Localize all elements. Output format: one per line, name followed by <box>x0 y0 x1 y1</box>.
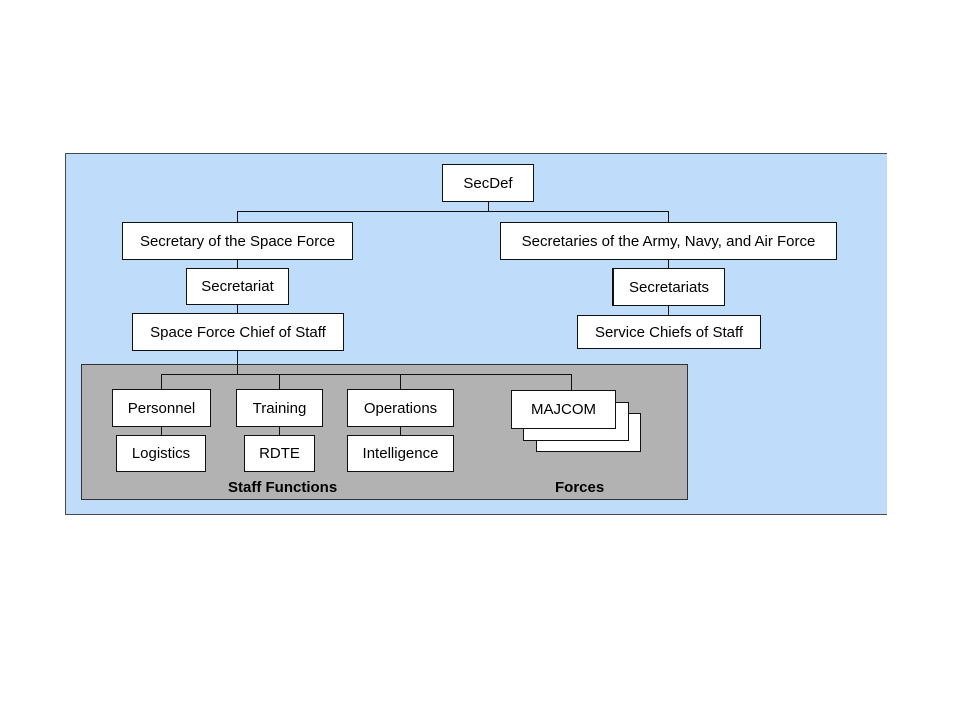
secretariats-box: Secretariats <box>612 268 725 306</box>
personnel-box: Personnel <box>112 389 211 427</box>
connector <box>668 211 669 222</box>
connector <box>279 374 280 389</box>
connector <box>237 211 669 212</box>
connector <box>161 427 162 435</box>
connector <box>237 211 238 222</box>
service-secretaries-box: Secretaries of the Army, Navy, and Air F… <box>500 222 837 260</box>
training-box: Training <box>236 389 323 427</box>
logistics-box: Logistics <box>116 435 206 472</box>
connector <box>161 374 572 375</box>
secretary-space-force-box: Secretary of the Space Force <box>122 222 353 260</box>
intelligence-box: Intelligence <box>347 435 454 472</box>
connector <box>161 374 162 389</box>
connector <box>571 374 572 390</box>
operations-box: Operations <box>347 389 454 427</box>
forces-label: Forces <box>555 479 605 496</box>
connector <box>488 202 489 211</box>
service-chiefs-box: Service Chiefs of Staff <box>577 315 761 349</box>
secdef-box: SecDef <box>442 164 534 202</box>
connector <box>237 350 238 364</box>
connector <box>400 374 401 389</box>
staff-functions-label: Staff Functions <box>228 479 338 496</box>
majcom-box: MAJCOM <box>511 390 616 429</box>
connector <box>279 427 280 435</box>
secretariat-box: Secretariat <box>186 268 289 305</box>
space-force-chief-box: Space Force Chief of Staff <box>132 313 344 351</box>
connector <box>400 427 401 435</box>
rdte-box: RDTE <box>244 435 315 472</box>
connector <box>237 364 238 374</box>
